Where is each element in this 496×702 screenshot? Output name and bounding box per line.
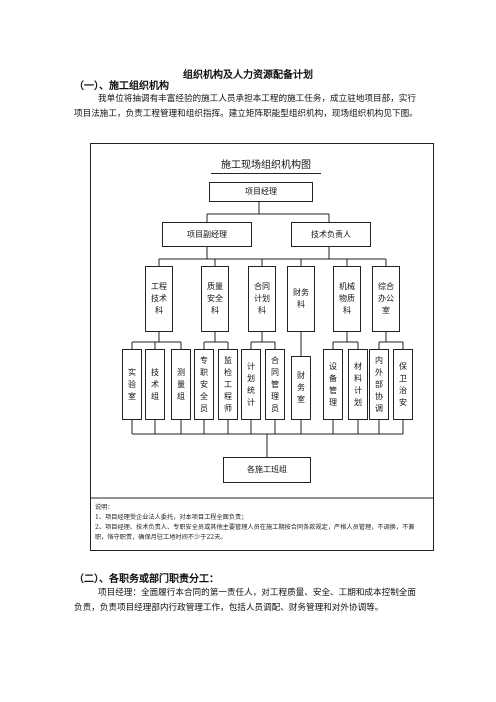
org-dept-engineering: 工程技术科 <box>145 266 173 332</box>
org-unit-contract-admin: 合同管理员 <box>265 349 285 420</box>
org-unit-security: 保卫治安 <box>393 349 413 420</box>
org-unit-inspector: 监检工程师 <box>218 349 238 420</box>
org-dept-office: 综合办公室 <box>372 266 400 332</box>
org-chart: 施工现场组织机构图 项目经理 项目副经理 技术负责人 工程技术科 质量安全科 合… <box>90 143 434 551</box>
org-dept-quality-safety: 质量安全科 <box>201 266 229 332</box>
org-unit-survey: 测量组 <box>171 349 191 420</box>
org-unit-lab: 实验室 <box>122 349 142 420</box>
org-node-work-teams: 各施工班组 <box>223 457 311 483</box>
org-dept-machinery: 机械物质科 <box>333 266 361 332</box>
org-node-project-manager: 项目经理 <box>209 182 313 202</box>
notes-item-2: 2、项目经理、技术负责人、专职安全员或其他主要管理人员在施工期按合同条款规定，严… <box>95 524 415 541</box>
org-unit-plan-stats: 计划统计 <box>241 349 261 420</box>
section1-paragraph: 我单位将抽调有丰富经验的施工人员承担本工程的施工任务，成立驻地项目部，实行项目法… <box>74 94 418 119</box>
org-unit-finance-room: 财务室 <box>291 356 311 420</box>
org-unit-safety-officer: 专职安全员 <box>194 349 214 420</box>
org-chart-notes: 说明： 1、项目经理受企业法人委托，对本项目工程全面负责； 2、项目经理、技术负… <box>95 503 425 543</box>
org-unit-materials: 材料计划 <box>348 349 368 420</box>
org-dept-finance: 财务科 <box>287 266 315 332</box>
org-unit-tech-group: 技术组 <box>145 349 165 420</box>
org-unit-equipment: 设备管理 <box>323 349 343 420</box>
org-node-technical-lead: 技术负责人 <box>291 222 371 247</box>
section1-heading: （一）、施工组织机构 <box>74 81 169 92</box>
org-node-deputy-manager: 项目副经理 <box>162 222 252 247</box>
org-unit-coordination: 内外部协调 <box>369 349 389 420</box>
section2-paragraph: 项目经理：全面履行本合同的第一责任人，对工程质量、安全、工期和成本控制全面负责，… <box>74 588 416 613</box>
page-title: 组织机构及人力资源配备计划 <box>183 70 313 81</box>
section2-heading: （二）、各职务或部门职责分工： <box>74 574 219 585</box>
org-chart-title: 施工现场组织机构图 <box>211 156 321 174</box>
org-chart-connectors <box>91 202 433 499</box>
org-dept-contract-plan: 合同计划科 <box>248 266 276 332</box>
notes-label: 说明： <box>95 504 114 511</box>
notes-item-1: 1、项目经理受企业法人委托，对本项目工程全面负责； <box>95 514 248 521</box>
